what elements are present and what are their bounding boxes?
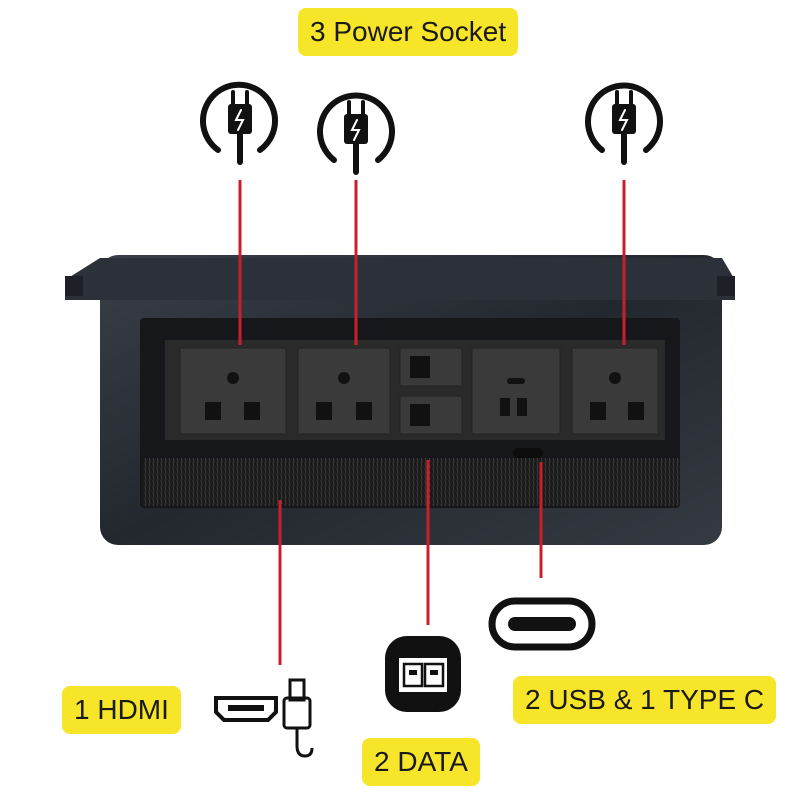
hdmi-icon [214,678,314,758]
hdmi-label: 1 HDMI [62,686,181,734]
type-c-slot [513,448,543,458]
connector-lines [238,180,626,665]
data-label: 2 DATA [362,738,480,786]
power-socket-1 [179,347,287,435]
power-plug-icon [317,92,395,175]
cable-brush-strip [143,458,680,506]
data-ports [399,347,463,435]
power-plug-icon [200,81,278,165]
power-plug-icon [585,82,663,165]
usb-label: 2 USB & 1 TYPE C [513,676,777,724]
lid [65,258,735,300]
power-socket-2 [297,347,391,435]
socket-panel [165,340,665,458]
power-socket-label: 3 Power Socket [298,8,519,56]
usb-module [471,347,561,435]
power-socket-3 [571,347,659,435]
ethernet-port-icon [385,636,461,712]
usb-c-port-icon [488,597,596,651]
